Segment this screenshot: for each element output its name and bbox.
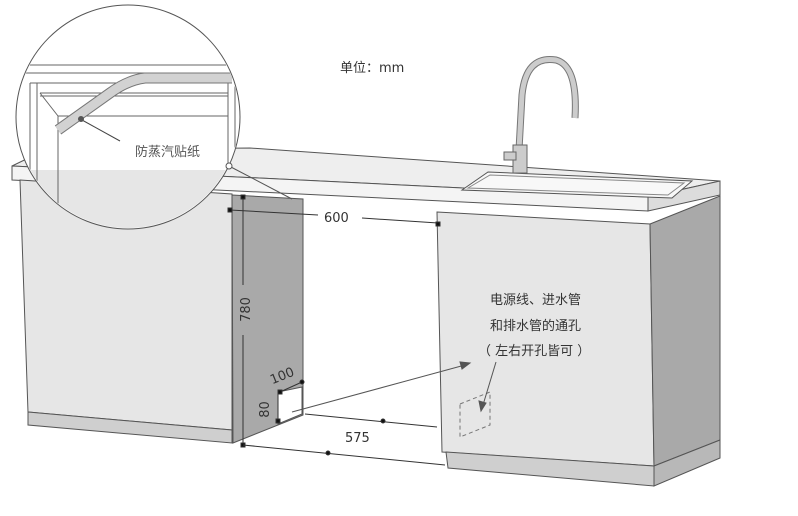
steam-sticker-label: 防蒸汽贴纸 <box>135 145 201 160</box>
unit-label: 单位：mm <box>340 61 405 76</box>
hole-note-line-1: 电源线、进水管 <box>490 293 582 308</box>
sink <box>460 171 694 199</box>
dim-height: 780 <box>238 297 254 322</box>
side-panel <box>231 194 304 444</box>
dim-depth: 575 <box>345 431 370 446</box>
faucet <box>503 55 579 174</box>
hole-marker <box>459 391 491 438</box>
right-cabinet <box>436 211 655 467</box>
hole-note-line-3: （ 左右开孔皆可 ） <box>478 344 591 359</box>
countertop-side <box>647 180 721 212</box>
dim-width: 600 <box>324 211 349 226</box>
right-cabinet-side <box>649 195 721 467</box>
hole-note-line-2: 和排水管的通孔 <box>490 319 582 334</box>
left-plinth <box>27 411 233 444</box>
dim-notch-height: 80 <box>257 401 273 418</box>
